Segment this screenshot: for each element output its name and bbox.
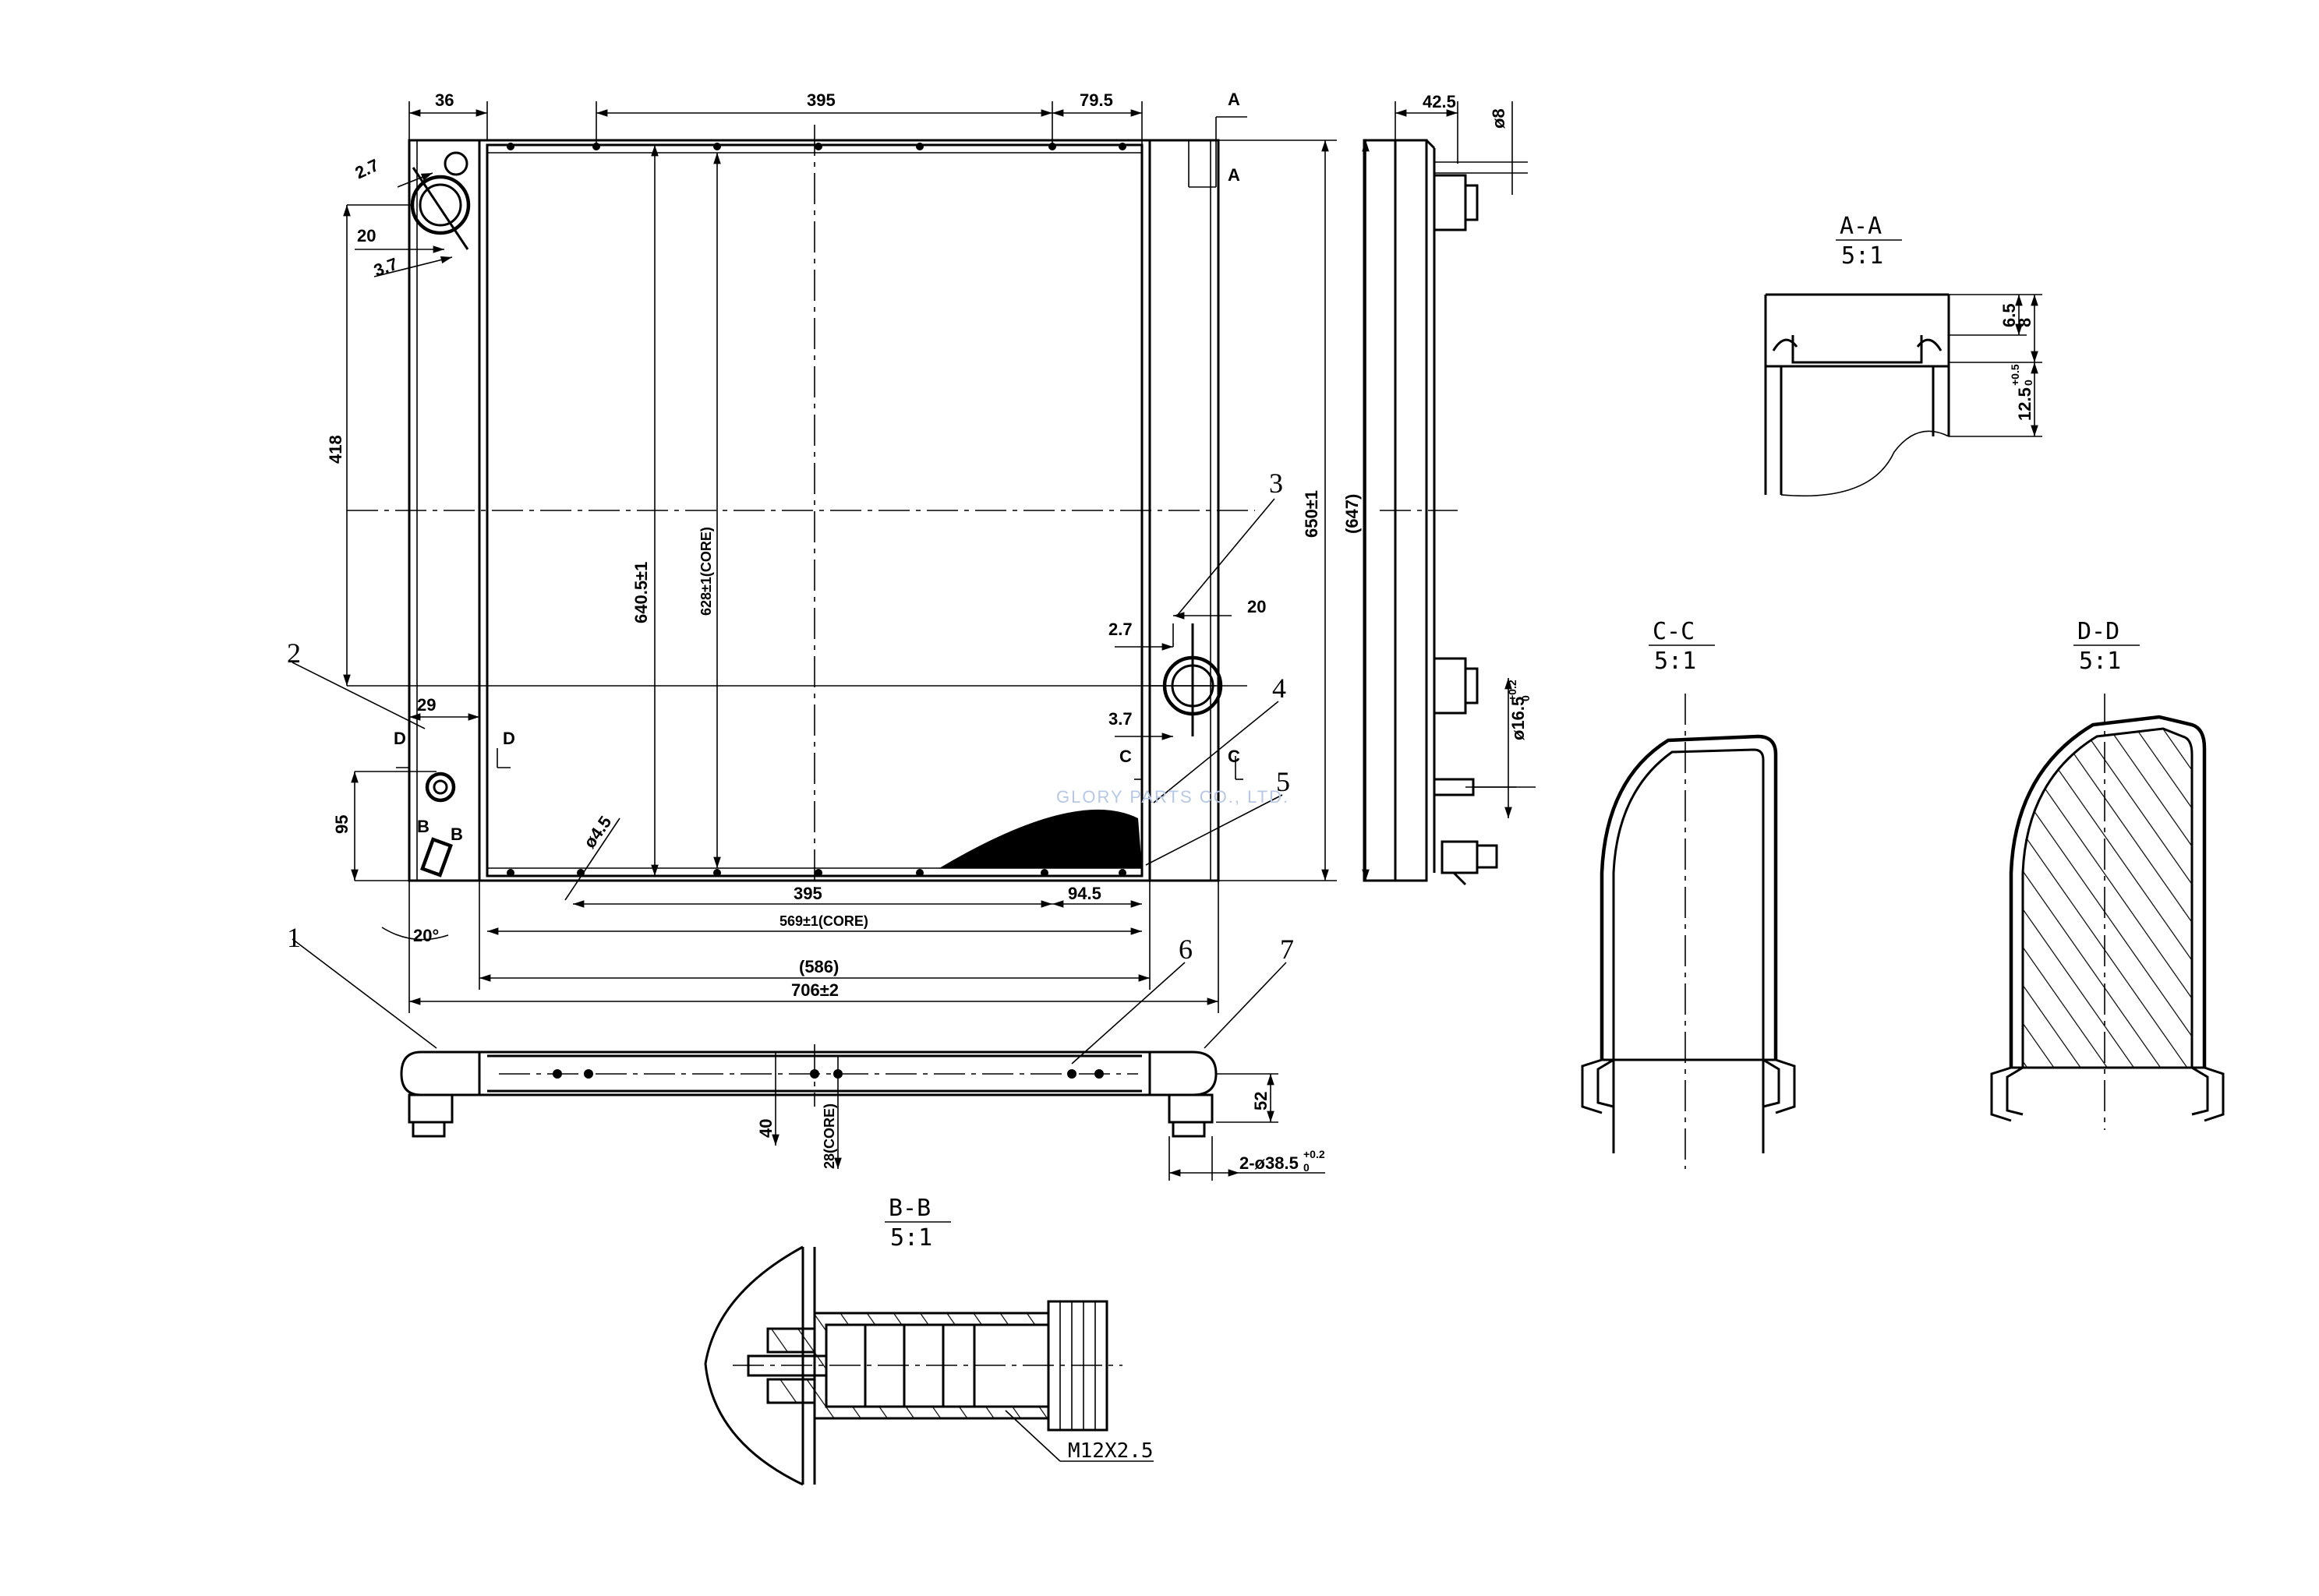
balloon-7: 7: [1280, 934, 1294, 965]
tol-12-5-lower: 0: [2022, 380, 2034, 386]
dim-8: 8: [2015, 318, 2034, 327]
section-dd-scale: 5:1: [2079, 648, 2121, 675]
section-aa-scale: 5:1: [1841, 242, 1883, 270]
dim-20-top: 20: [357, 226, 376, 245]
thread-label: M12X2.5: [1068, 1439, 1154, 1463]
tol-38-5-lower: 0: [1303, 1161, 1310, 1174]
dim-395-top: 395: [807, 90, 836, 110]
dim-586: (586): [799, 957, 839, 976]
balloon-5: 5: [1276, 766, 1290, 797]
balloon-1: 1: [287, 922, 301, 953]
section-d-d: D-D 5:1: [1990, 618, 2225, 1130]
section-aa-title: A-A: [1840, 213, 1882, 240]
dim-phi16-5: ø16.5: [1508, 697, 1528, 740]
dim-650: 650±1: [1302, 490, 1321, 538]
dim-phi8: ø8: [1489, 108, 1508, 129]
section-cc-title: C-C: [1653, 618, 1695, 645]
section-c-c: C-C 5:1: [1581, 618, 1796, 1169]
section-b-marker-left: B: [417, 817, 430, 836]
dim-95: 95: [332, 815, 352, 834]
side-outlet-pipe: [1433, 657, 1467, 715]
tol-16-5-upper: +0.2: [1506, 680, 1518, 701]
dim-94-5: 94.5: [1068, 884, 1101, 903]
tol-38-5-upper: +0.2: [1303, 1148, 1325, 1160]
section-d-marker-right: D: [503, 729, 515, 748]
dim-52: 52: [1251, 1092, 1271, 1110]
rivets-top: [507, 143, 1126, 877]
dim-2-7-right: 2.7: [1108, 620, 1133, 639]
dim-706: 706±2: [791, 980, 839, 1000]
section-d-marker-left: D: [394, 729, 406, 748]
dim-418: 418: [326, 435, 345, 464]
dim-569: 569±1(CORE): [779, 913, 868, 929]
side-view: 42.5 ø8 ø16.5 +0.2 0: [1363, 92, 1536, 886]
dim-395-bottom: 395: [794, 884, 822, 903]
section-a-marker-top: A: [1228, 90, 1240, 109]
dim-42-5: 42.5: [1423, 92, 1456, 111]
section-cc-scale: 5:1: [1654, 648, 1696, 675]
bottom-view: 40 28(CORE) 52 2-ø38.5 +0.2 0: [400, 1044, 1325, 1181]
section-c-marker-right: C: [1228, 747, 1240, 766]
front-view: 36 395 79.5 2.7 20 3.7 418 640.5±1 628±1…: [287, 90, 1370, 1065]
balloon-3: 3: [1269, 468, 1283, 499]
dim-2-7-top: 2.7: [352, 155, 382, 183]
section-c-marker-left: C: [1119, 747, 1132, 766]
dim-3-7-right: 3.7: [1108, 709, 1133, 729]
dim-2-phi38-5: 2-ø38.5: [1239, 1153, 1299, 1173]
bottom-left-pipe: [408, 1093, 454, 1124]
core-shaded-corner: [939, 809, 1142, 868]
dim-29: 29: [417, 695, 436, 715]
dim-6-5: 6.5: [1999, 303, 2019, 327]
drain-fitting: [425, 772, 456, 803]
section-bb-scale: 5:1: [890, 1224, 932, 1252]
dim-20-deg: 20°: [413, 926, 439, 945]
dim-20-right: 20: [1247, 597, 1266, 616]
section-dd-title: D-D: [2077, 618, 2119, 645]
tol-12-5-upper: +0.5: [2009, 364, 2021, 386]
balloon-4: 4: [1272, 673, 1286, 704]
section-a-a: A-A 5:1 6.5 8 12.5 +0.5 0: [1764, 213, 2042, 497]
section-b-b: B-B 5:1 M12X2.5: [704, 1195, 1154, 1486]
dim-628: 628±1(CORE): [698, 527, 714, 616]
front-dimension-lines: [343, 101, 1370, 1013]
bottom-right-pipe: [1168, 1093, 1214, 1124]
dim-40: 40: [756, 1119, 776, 1138]
balloon-2: 2: [287, 637, 301, 669]
side-inlet-pipe: [1433, 174, 1467, 231]
section-a-marker-bottom: A: [1228, 165, 1240, 185]
dim-79-5: 79.5: [1080, 90, 1113, 110]
section-bb-title: B-B: [889, 1195, 931, 1222]
dim-640-5: 640.5±1: [631, 562, 651, 623]
side-drain: [1441, 840, 1479, 874]
dim-12-5: 12.5: [2015, 387, 2034, 421]
watermark: GLORY PARTS CO., LTD.: [1056, 787, 1289, 807]
balloon-leaders: [292, 498, 1287, 1065]
tol-16-5-lower: 0: [1519, 695, 1532, 701]
dim-36: 36: [435, 90, 454, 110]
dim-647: (647): [1342, 494, 1362, 534]
balloon-6: 6: [1179, 934, 1193, 965]
section-b-marker-right: B: [451, 824, 463, 844]
dim-28-core: 28(CORE): [822, 1103, 837, 1169]
